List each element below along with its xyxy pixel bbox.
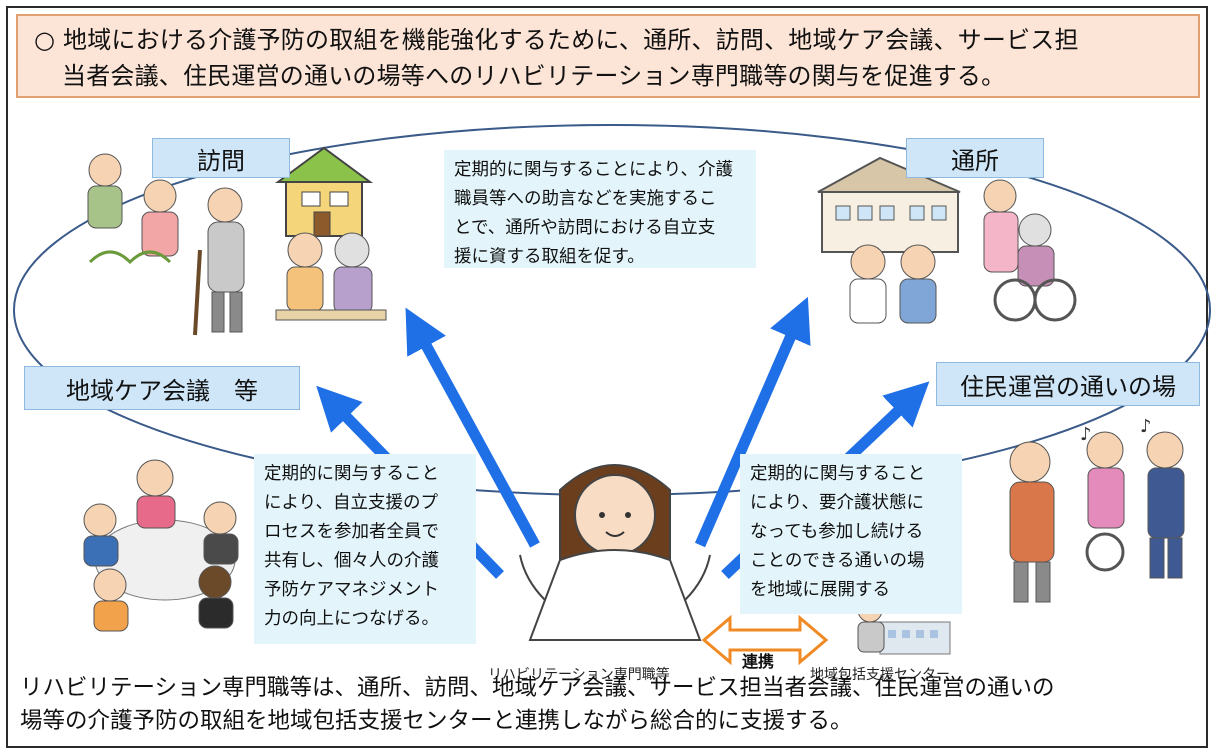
- note-left-line: 定期的に関与すること: [264, 464, 439, 484]
- note-right-line: 定期的に関与すること: [750, 464, 925, 484]
- tag-care-meeting: 地域ケア会議 等: [24, 366, 300, 410]
- note-right-line: なっても参加し続ける: [750, 522, 924, 542]
- note-right-line: を地域に展開する: [750, 580, 890, 600]
- note-left-line: により、自立支援のプ: [264, 493, 438, 513]
- meeting-illustration: [83, 459, 239, 632]
- svg-text:♪: ♪: [1080, 424, 1092, 445]
- caption-cooperation: 連携: [742, 652, 775, 671]
- arrow-to-tsusho: [694, 296, 811, 548]
- note-right-line: ことのできる通いの場: [750, 551, 925, 571]
- header-line-2: 当者会議、住民運営の通いの場等へのリハビリテーション専門職等の関与を促進する。: [62, 62, 1006, 90]
- caption-rehab-professional: リハビリテーション専門職等: [488, 667, 670, 683]
- footer-line-2: 場等の介護予防の取組を地域包括支援センターと連携しながら総合的に支援する。: [20, 708, 853, 734]
- note-right-line: により、要介護状態に: [750, 493, 924, 513]
- note-top-line: 職員等への助言などを実施するこ: [454, 189, 717, 209]
- tag-kayoi: 住民運営の通いの場: [936, 362, 1200, 406]
- home-visit-illustration: [87, 146, 387, 336]
- day-service-illustration: [817, 156, 1077, 324]
- arrow-to-houmon: [405, 307, 540, 548]
- rehab-professional-illustration: [519, 464, 711, 641]
- note-left-line: 予防ケアマネジメント: [264, 580, 439, 600]
- support-center-illustration: [857, 597, 951, 655]
- note-left-line: 力の向上につなげる。: [264, 609, 439, 629]
- note-top-line: とで、通所や訪問における自立支: [454, 218, 716, 238]
- note-left-line: ロセスを参加者全員で: [264, 522, 439, 542]
- community-exercise-illustration: ♪ ♪: [1009, 416, 1185, 603]
- header-bullet: ○: [34, 26, 56, 54]
- cooperation-arrow: [701, 614, 829, 666]
- note-top-line: 援に資する取組を促す。: [454, 247, 645, 267]
- footer-summary: リハビリテーション専門職等は、通所、訪問、地域ケア会議、サービス担当者会議、住民…: [20, 672, 1200, 738]
- svg-text:♪: ♪: [1140, 416, 1152, 437]
- note-right: 定期的に関与すること により、要介護状態に なっても参加し続ける ことのできる通…: [740, 454, 962, 614]
- note-left: 定期的に関与すること により、自立支援のプ ロセスを参加者全員で 共有し、個々人…: [254, 454, 476, 644]
- caption-support-center: 地域包括支援センター: [810, 667, 950, 683]
- note-top-line: 定期的に関与することにより、介護: [454, 160, 733, 180]
- note-left-line: 共有し、個々人の介護: [264, 551, 439, 571]
- header-line-1: 地域における介護予防の取組を機能強化するために、通所、訪問、地域ケア会議、サービ…: [63, 26, 1079, 54]
- footer-line-1: リハビリテーション専門職等は、通所、訪問、地域ケア会議、サービス担当者会議、住民…: [20, 675, 1055, 701]
- tag-houmon: 訪問: [152, 138, 290, 178]
- note-top: 定期的に関与することにより、介護 職員等への助言などを実施するこ とで、通所や訪…: [444, 150, 756, 268]
- header-banner: ○ 地域における介護予防の取組を機能強化するために、通所、訪問、地域ケア会議、サ…: [16, 14, 1200, 98]
- tag-tsusho: 通所: [906, 138, 1044, 178]
